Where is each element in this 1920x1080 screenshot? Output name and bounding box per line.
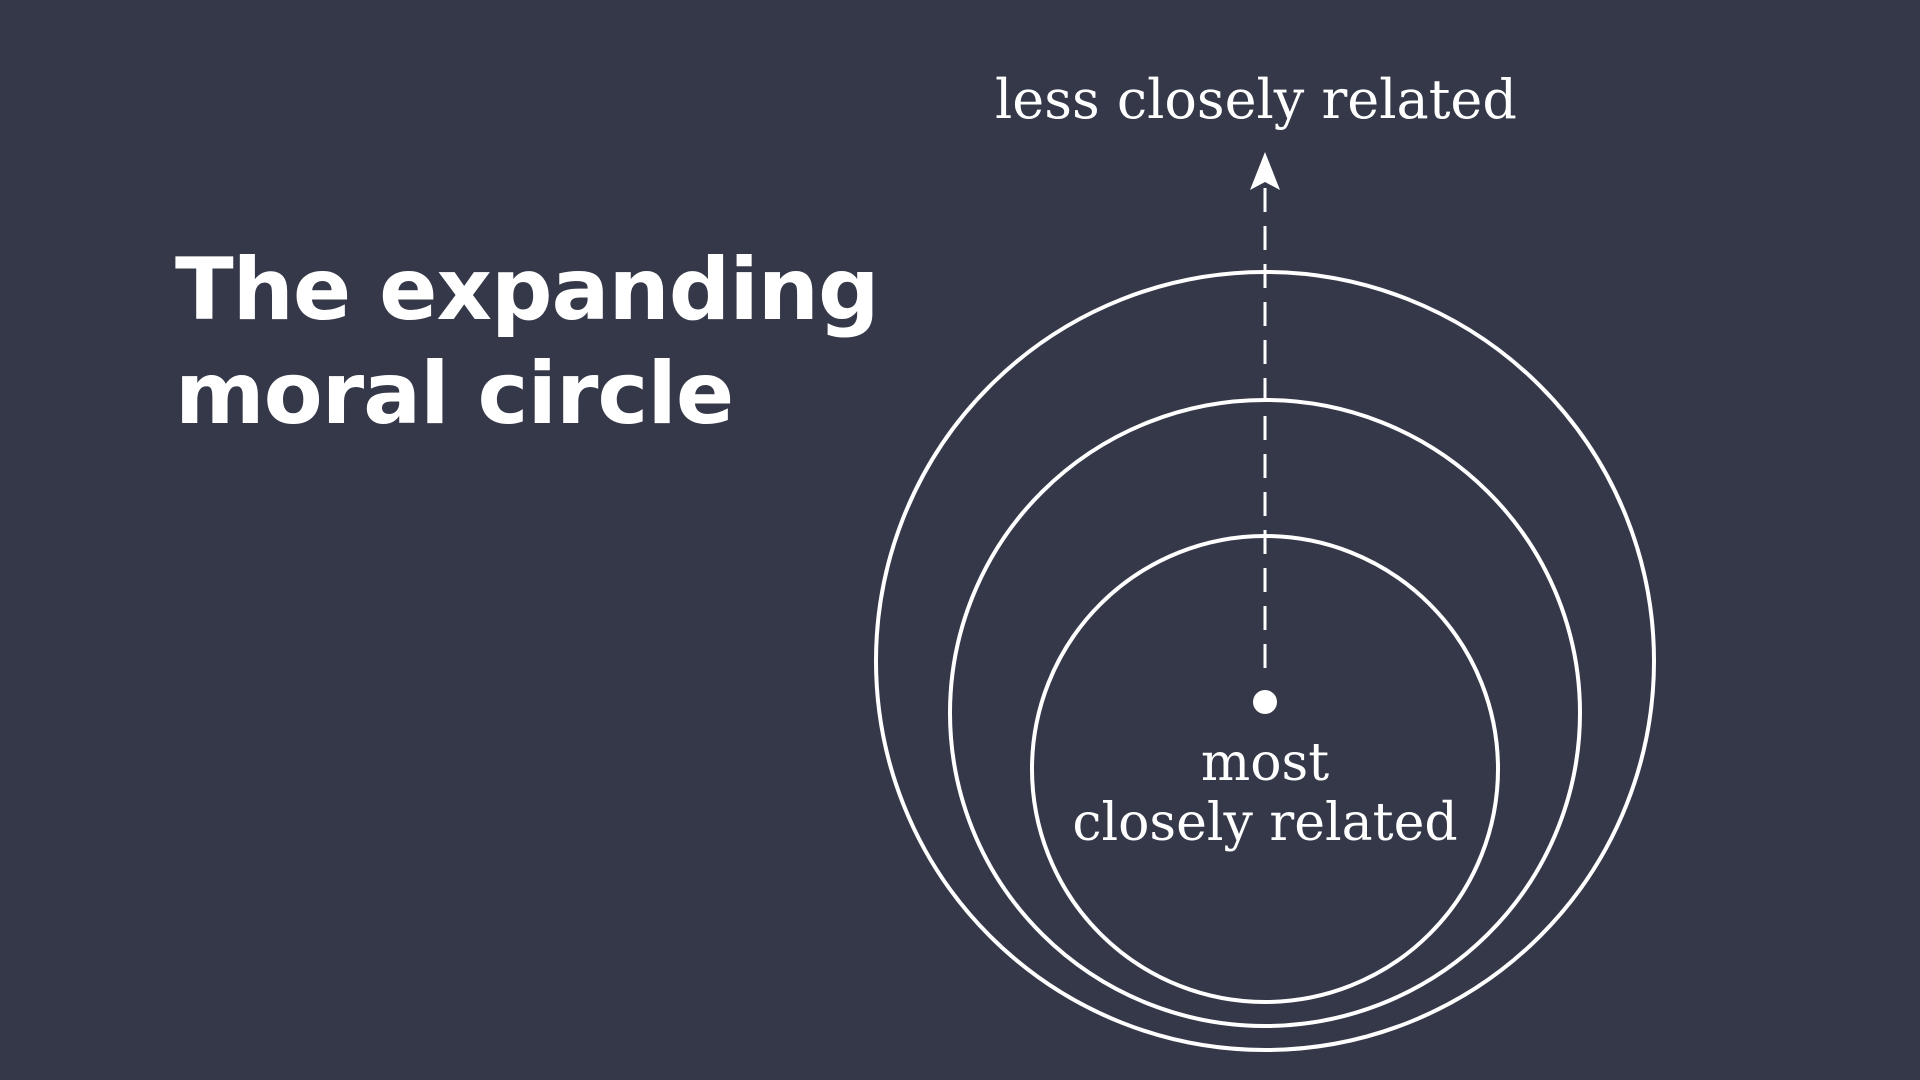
- title-line-2: moral circle: [175, 344, 734, 444]
- arrow-head-icon: [1250, 152, 1280, 190]
- center-label-line-1: most: [1201, 733, 1329, 793]
- center-dot: [1253, 690, 1277, 714]
- outer-label: less closely related: [995, 68, 1517, 131]
- title-line-1: The expanding: [175, 240, 880, 340]
- slide-title: The expanding moral circle: [175, 238, 895, 446]
- center-label-line-2: closely related: [1072, 793, 1457, 853]
